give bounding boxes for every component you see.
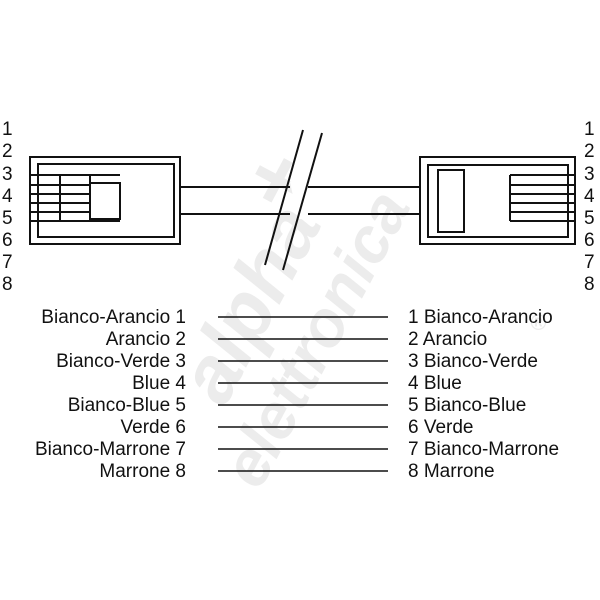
wire-lines: [218, 316, 388, 472]
right-connector: [419, 156, 576, 245]
left-wire-label: Bianco-Blue 5: [68, 395, 186, 416]
left-connector: [29, 156, 181, 245]
right-wire-label: 2 Arancio: [408, 329, 487, 350]
right-pin-number: 2: [584, 141, 595, 162]
right-wire-label: 6 Verde: [408, 417, 474, 438]
left-pin-numbers: 1 2 3 4 5 6 7 8: [2, 119, 13, 295]
left-pin-number: 3: [2, 164, 13, 185]
right-pin-number: 4: [584, 186, 595, 207]
right-pin-number: 1: [584, 119, 595, 140]
left-wire-label: Verde 6: [121, 417, 187, 438]
right-wire-label: 5 Bianco-Blue: [408, 395, 526, 416]
right-wire-label: 1 Bianco-Arancio: [408, 307, 553, 328]
left-wire-label: Blue 4: [132, 373, 186, 394]
cable-break-marks: [264, 129, 323, 271]
right-pin-number: 8: [584, 274, 595, 295]
left-pin-number: 8: [2, 274, 13, 295]
left-wire-label: Bianco-Verde 3: [56, 351, 186, 372]
left-pin-number: 2: [2, 141, 13, 162]
left-wire-labels: Bianco-Arancio 1 Arancio 2 Bianco-Verde …: [35, 307, 186, 482]
left-pin-number: 1: [2, 119, 13, 140]
left-pin-number: 5: [2, 208, 13, 229]
registered-mark: ®: [530, 310, 547, 335]
cable: [180, 186, 420, 215]
left-wire-label: Bianco-Arancio 1: [41, 307, 186, 328]
right-wire-label: 3 Bianco-Verde: [408, 351, 538, 372]
left-pin-number: 6: [2, 230, 13, 251]
right-wire-label: 7 Bianco-Marrone: [408, 439, 559, 460]
left-pin-number: 7: [2, 252, 13, 273]
left-wire-label: Bianco-Marrone 7: [35, 439, 186, 460]
right-wire-label: 4 Blue: [408, 373, 462, 394]
right-wire-label: 8 Marrone: [408, 461, 495, 482]
left-pin-number: 4: [2, 186, 13, 207]
right-wire-labels: 1 Bianco-Arancio 2 Arancio 3 Bianco-Verd…: [408, 307, 559, 482]
left-wire-label: Arancio 2: [106, 329, 186, 350]
right-pin-number: 6: [584, 230, 595, 251]
right-pin-number: 5: [584, 208, 595, 229]
right-pin-numbers: 1 2 3 4 5 6 7 8: [584, 119, 595, 295]
right-pin-number: 3: [584, 164, 595, 185]
left-wire-label: Marrone 8: [99, 461, 186, 482]
right-pin-number: 7: [584, 252, 595, 273]
